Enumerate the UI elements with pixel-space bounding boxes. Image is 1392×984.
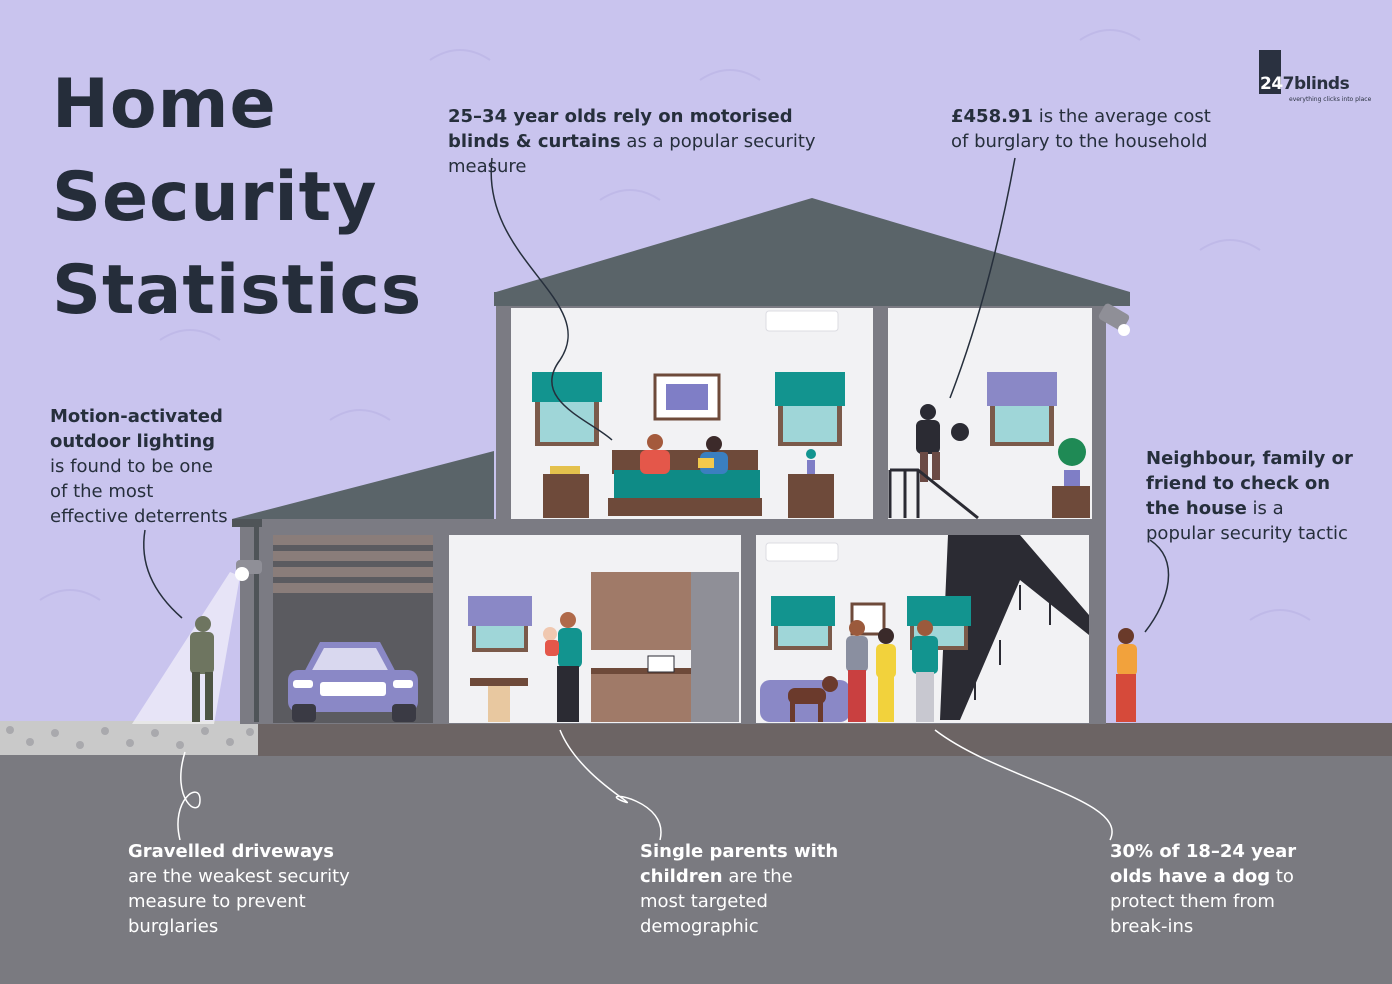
callout-rest: is found to be one of the most effective… [50, 456, 228, 527]
title-line-security: Security [52, 158, 378, 237]
light-beam [132, 572, 240, 724]
callout-bold: Neighbour, family or friend to check on … [1146, 448, 1353, 519]
title-line-home: Home [52, 65, 277, 144]
kitchen-counter [591, 668, 691, 674]
callout-rest: is a popular security tactic [1146, 498, 1348, 544]
callout-rest: as a popular security measure [448, 131, 816, 177]
garage-roof [232, 451, 494, 519]
logo-tagline: everything clicks into place [1289, 96, 1372, 103]
microwave [647, 655, 675, 673]
pointer-lines-light [177, 729, 1113, 841]
fridge [691, 572, 739, 722]
gravel-driveway [0, 721, 258, 755]
intruder [190, 616, 214, 722]
kitchen-lower-cabinets [591, 672, 691, 722]
callout-rest: to protect them from break-ins [1110, 866, 1294, 937]
callout-motorised-blinds: 25–34 year olds rely on motorised blinds… [448, 104, 828, 179]
stair-rail-upper [888, 468, 979, 520]
callout-neighbour-check: Neighbour, family or friend to check on … [1146, 446, 1356, 546]
dog-icon [788, 676, 838, 722]
hall-window [987, 372, 1057, 446]
callout-rest: are the most targeted demographic [640, 866, 793, 937]
background-texture [39, 29, 1311, 621]
logo-wordmark: 247blinds [1260, 74, 1350, 94]
logo-number: 24 [1260, 74, 1283, 94]
page-title: Home Security Statistics [52, 58, 422, 337]
title-line-statistics: Statistics [52, 251, 423, 330]
brand-logo: 247blinds everything clicks into place [1259, 50, 1371, 110]
callout-bold: £458.91 [951, 106, 1033, 127]
callout-gravel-driveways: Gravelled driveways are the weakest secu… [128, 839, 358, 939]
wall-picture-art [666, 384, 708, 410]
nightstands [543, 474, 834, 518]
books [550, 466, 580, 474]
neighbour [1116, 628, 1137, 722]
pavement [258, 723, 1392, 756]
living-window-left [771, 596, 835, 650]
main-roof [496, 198, 1130, 292]
callout-bold: Single parents with children [640, 841, 839, 887]
young-adults-group [846, 620, 938, 722]
chair [488, 686, 510, 722]
kitchen-upper-cabinets [591, 572, 691, 650]
callout-rest: is the average cost of burglary to the h… [951, 106, 1211, 152]
couple-in-bed [640, 434, 728, 474]
bedroom-window-right [775, 372, 845, 446]
burglar [916, 404, 969, 482]
callout-bold: 30% of 18–24 year olds have a dog [1110, 841, 1297, 887]
ground [0, 755, 1392, 984]
callout-rest: are the weakest security measure to prev… [128, 866, 350, 937]
wall-camera-icon [1098, 303, 1130, 336]
callout-outdoor-lighting: Motion-activated outdoor lighting is fou… [50, 404, 235, 529]
gutter [232, 519, 262, 527]
desk [470, 678, 528, 686]
garage-door [273, 535, 433, 593]
callout-bold: Motion-activated outdoor lighting [50, 406, 223, 452]
single-parent-with-child [543, 612, 582, 722]
plant [1058, 438, 1086, 486]
staircase [940, 535, 1089, 720]
pointer-lines-dark [143, 157, 1170, 633]
air-conditioner-icon [765, 542, 839, 562]
kitchen-window [468, 596, 532, 652]
flower-vase [806, 449, 816, 474]
drainpipe [254, 527, 259, 722]
bedroom-window-left [532, 372, 602, 446]
gravel-texture [6, 726, 254, 749]
side-cabinet [1052, 486, 1090, 518]
callout-dog-ownership: 30% of 18–24 year olds have a dog to pro… [1110, 839, 1310, 939]
logo-name: 7blinds [1282, 74, 1350, 94]
callout-single-parents: Single parents with children are the mos… [640, 839, 840, 939]
car-icon [288, 642, 418, 722]
logo-mark [1259, 50, 1281, 94]
air-conditioner-icon [765, 310, 839, 332]
bed [608, 450, 762, 516]
roof-eave [494, 292, 1130, 306]
callout-burglary-cost: £458.91 is the average cost of burglary … [951, 104, 1221, 154]
callout-bold: Gravelled driveways [128, 841, 334, 862]
callout-bold: 25–34 year olds rely on motorised blinds… [448, 106, 793, 152]
